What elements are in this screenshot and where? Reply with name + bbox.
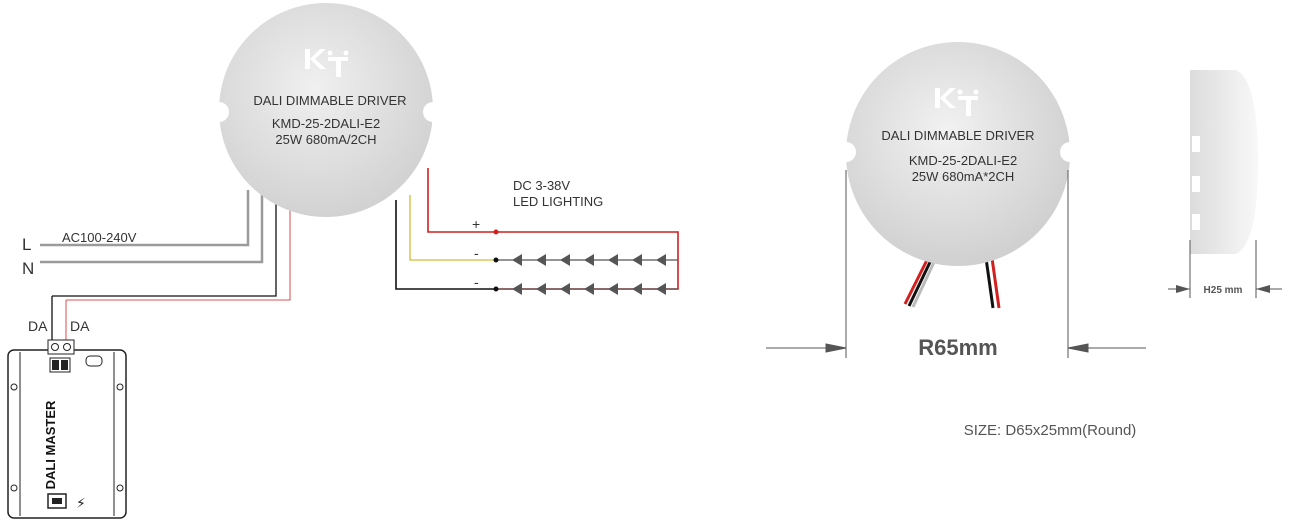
- driver-right-model: KMD-25-2DALI-E2: [909, 153, 1017, 168]
- led-icon: [584, 283, 594, 295]
- usb-symbol-icon: ⚡: [76, 496, 86, 512]
- ac-voltage-label: AC100-240V: [62, 230, 137, 245]
- dali-master-label: DALI MASTER: [43, 400, 58, 489]
- size-caption: SIZE: D65x25mm(Round): [964, 422, 1137, 439]
- led-icon: [584, 254, 594, 266]
- led-icon: [560, 283, 570, 295]
- driver-right-title: DALI DIMMABLE DRIVER: [881, 128, 1034, 143]
- minus-node-2: [493, 286, 499, 292]
- neutral-label: N: [22, 259, 34, 278]
- led-icon: [512, 254, 522, 266]
- diameter-label: R65mm: [918, 335, 997, 360]
- da-label-2: DA: [70, 318, 90, 334]
- brand-logo-icon: [935, 88, 979, 116]
- led-icon: [608, 283, 618, 295]
- minus-label-2: -: [474, 274, 479, 290]
- line-label: L: [22, 235, 31, 254]
- led-lighting-label: LED LIGHTING: [513, 194, 603, 209]
- plus-node: [493, 229, 499, 235]
- led-icon: [656, 283, 666, 295]
- da-label-1: DA: [28, 318, 48, 334]
- diameter-dimension: [766, 170, 1146, 358]
- dali-master-device: DALI MASTER ⚡: [7, 339, 127, 519]
- ac-input-wires: [40, 190, 291, 352]
- led-icon: [632, 254, 642, 266]
- driver-right: DALI DIMMABLE DRIVER KMD-25-2DALI-E2 25W…: [836, 42, 1080, 309]
- led-icon: [632, 283, 642, 295]
- led-string-2: [512, 283, 666, 295]
- driver-left: DALI DIMMABLE DRIVER KMD-25-2DALI-E2 25W…: [209, 3, 443, 217]
- minus-label-1: -: [474, 245, 479, 261]
- minus-node-1: [493, 257, 499, 263]
- driver-left-model: KMD-25-2DALI-E2: [272, 116, 380, 131]
- dc-voltage-label: DC 3-38V: [513, 178, 570, 193]
- led-icon: [536, 283, 546, 295]
- driver-left-rating: 25W 680mA/2CH: [275, 132, 376, 147]
- led-string-1: [512, 254, 666, 266]
- plus-label: +: [472, 216, 480, 232]
- led-icon: [536, 254, 546, 266]
- led-icon: [560, 254, 570, 266]
- driver-left-title: DALI DIMMABLE DRIVER: [253, 93, 406, 108]
- led-icon: [608, 254, 618, 266]
- led-icon: [656, 254, 666, 266]
- driver-right-rating: 25W 680mA*2CH: [912, 169, 1015, 184]
- height-label: H25 mm: [1204, 285, 1243, 296]
- led-icon: [512, 283, 522, 295]
- driver-side-view: [1168, 70, 1282, 298]
- usb-port-icon: [47, 493, 67, 509]
- brand-logo-icon: [305, 49, 349, 77]
- dc-output-wires: [395, 168, 679, 292]
